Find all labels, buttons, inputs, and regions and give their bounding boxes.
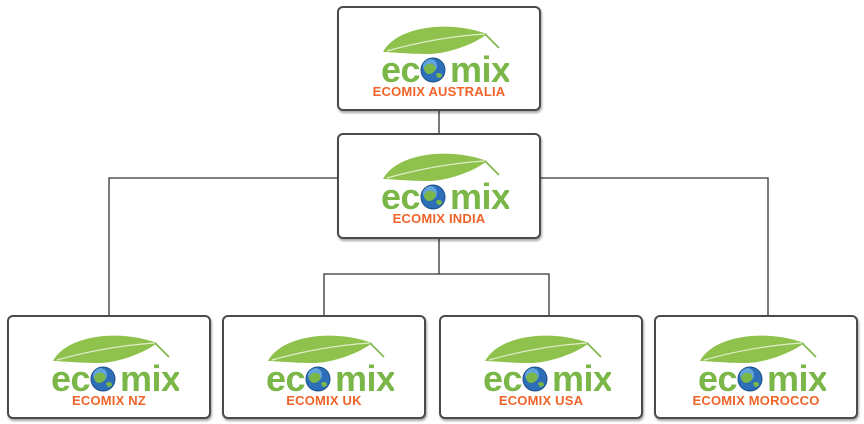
wordmark-suffix: mix — [552, 358, 611, 395]
node-label: ECOMIX INDIA — [392, 211, 486, 226]
leaf-icon — [53, 335, 170, 363]
node-label: ECOMIX MOROCCO — [692, 393, 820, 408]
connector-india-uk-usa — [323, 273, 550, 315]
wordmark-suffix: mix — [120, 358, 179, 395]
globe-icon — [90, 366, 116, 392]
node-label: ECOMIX USA — [498, 393, 584, 408]
node-label: ECOMIX UK — [286, 393, 362, 408]
connector-india-morocco — [541, 177, 769, 315]
wordmark-prefix: ec — [51, 358, 90, 395]
wordmark-prefix: ec — [381, 49, 420, 86]
wordmark-prefix: ec — [483, 358, 522, 395]
node-label: ECOMIX AUSTRALIA — [372, 84, 506, 99]
node-label: ECOMIX NZ — [71, 393, 147, 408]
leaf-icon — [268, 335, 385, 363]
connector-india-nz — [108, 177, 337, 315]
globe-icon — [305, 366, 331, 392]
wordmark-suffix: mix — [767, 358, 826, 395]
globe-icon — [522, 366, 548, 392]
wordmark-prefix: ec — [381, 176, 420, 213]
wordmark-suffix: mix — [450, 49, 509, 86]
leaf-icon — [485, 335, 602, 363]
globe-icon — [420, 57, 446, 83]
globe-icon — [420, 184, 446, 210]
leaf-icon — [383, 153, 500, 181]
wordmark-suffix: mix — [335, 358, 394, 395]
globe-icon — [737, 366, 763, 392]
wordmark-prefix: ec — [266, 358, 305, 395]
leaf-icon — [383, 26, 500, 54]
wordmark-prefix: ec — [698, 358, 737, 395]
wordmark-suffix: mix — [450, 176, 509, 213]
leaf-icon — [700, 335, 817, 363]
